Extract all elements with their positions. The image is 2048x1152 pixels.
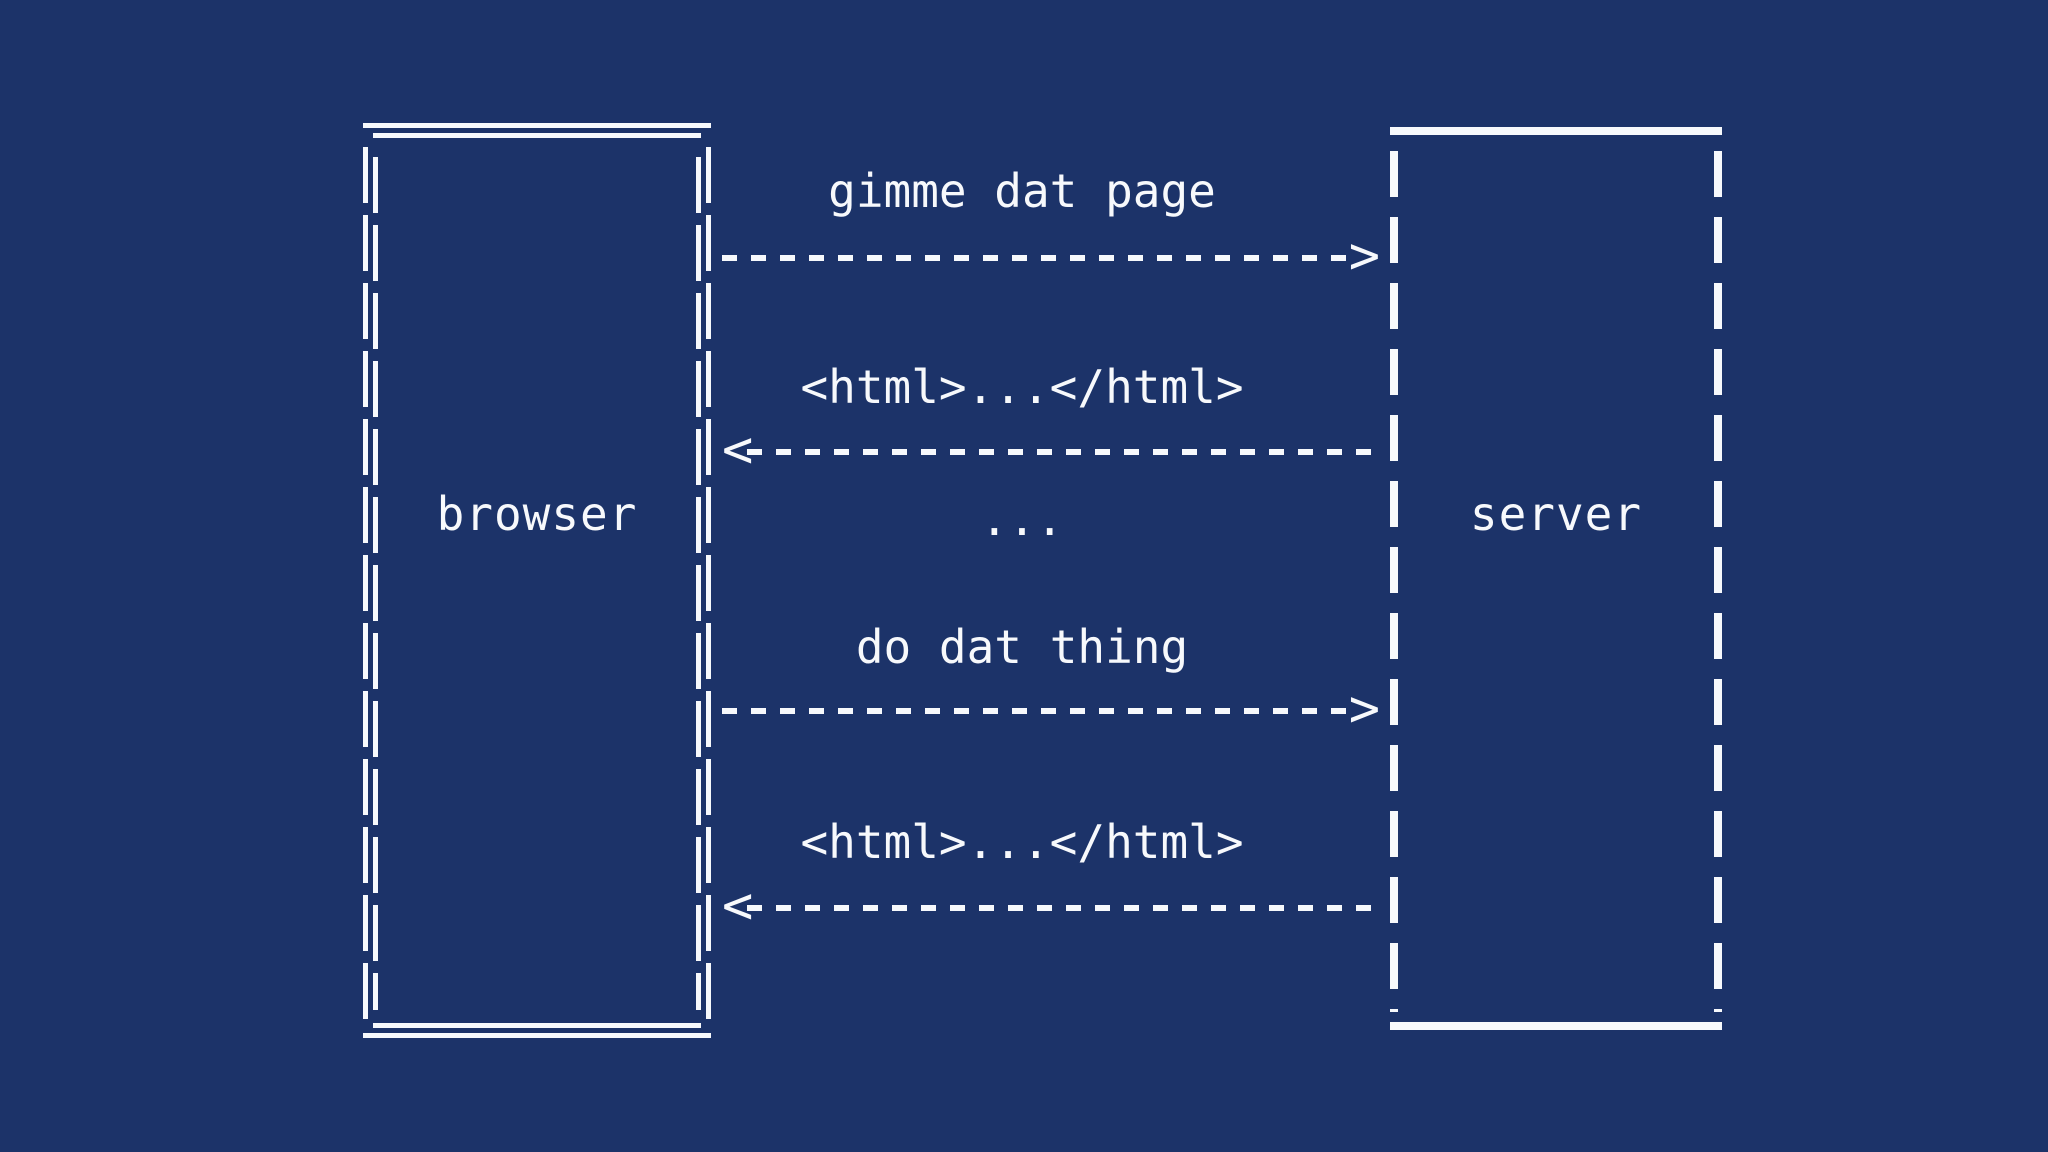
response-arrow: < — [722, 876, 1380, 936]
message-label: <html>...</html> — [800, 815, 1244, 869]
request-arrow: > — [722, 679, 1380, 739]
ellipsis-label: ... — [980, 492, 1064, 546]
dashed-line — [747, 449, 1380, 455]
dashed-line — [747, 905, 1380, 911]
box-border-left — [373, 157, 378, 1010]
arrowhead-left-icon: < — [722, 876, 754, 936]
box-border-bottom — [363, 1033, 711, 1038]
message-label: do dat thing — [855, 620, 1189, 674]
server-box: server — [1390, 127, 1722, 1030]
browser-box-outer-outline — [363, 123, 711, 1038]
message-label: <html>...</html> — [800, 360, 1244, 414]
browser-box: browser — [363, 123, 711, 1038]
arrowhead-right-icon: > — [1348, 226, 1380, 286]
box-border-top — [363, 123, 711, 128]
box-border-left — [363, 147, 368, 1020]
box-border-right — [706, 147, 711, 1020]
box-border-top — [373, 133, 701, 138]
dashed-line — [722, 255, 1355, 261]
server-label: server — [1469, 487, 1643, 541]
arrowhead-right-icon: > — [1348, 679, 1380, 739]
box-border-top — [1390, 127, 1722, 135]
server-box-outline — [1390, 127, 1722, 1030]
box-border-right — [696, 157, 701, 1010]
box-border-bottom — [373, 1023, 701, 1028]
box-border-bottom — [1390, 1022, 1722, 1030]
browser-box-inner-outline — [373, 133, 701, 1028]
browser-label: browser — [436, 487, 638, 541]
box-border-right — [1714, 151, 1722, 1012]
request-arrow: > — [722, 226, 1380, 286]
dashed-line — [722, 708, 1355, 714]
arrowhead-left-icon: < — [722, 420, 754, 480]
message-label: gimme dat page — [828, 164, 1216, 218]
box-border-left — [1390, 151, 1398, 1012]
response-arrow: < — [722, 420, 1380, 480]
